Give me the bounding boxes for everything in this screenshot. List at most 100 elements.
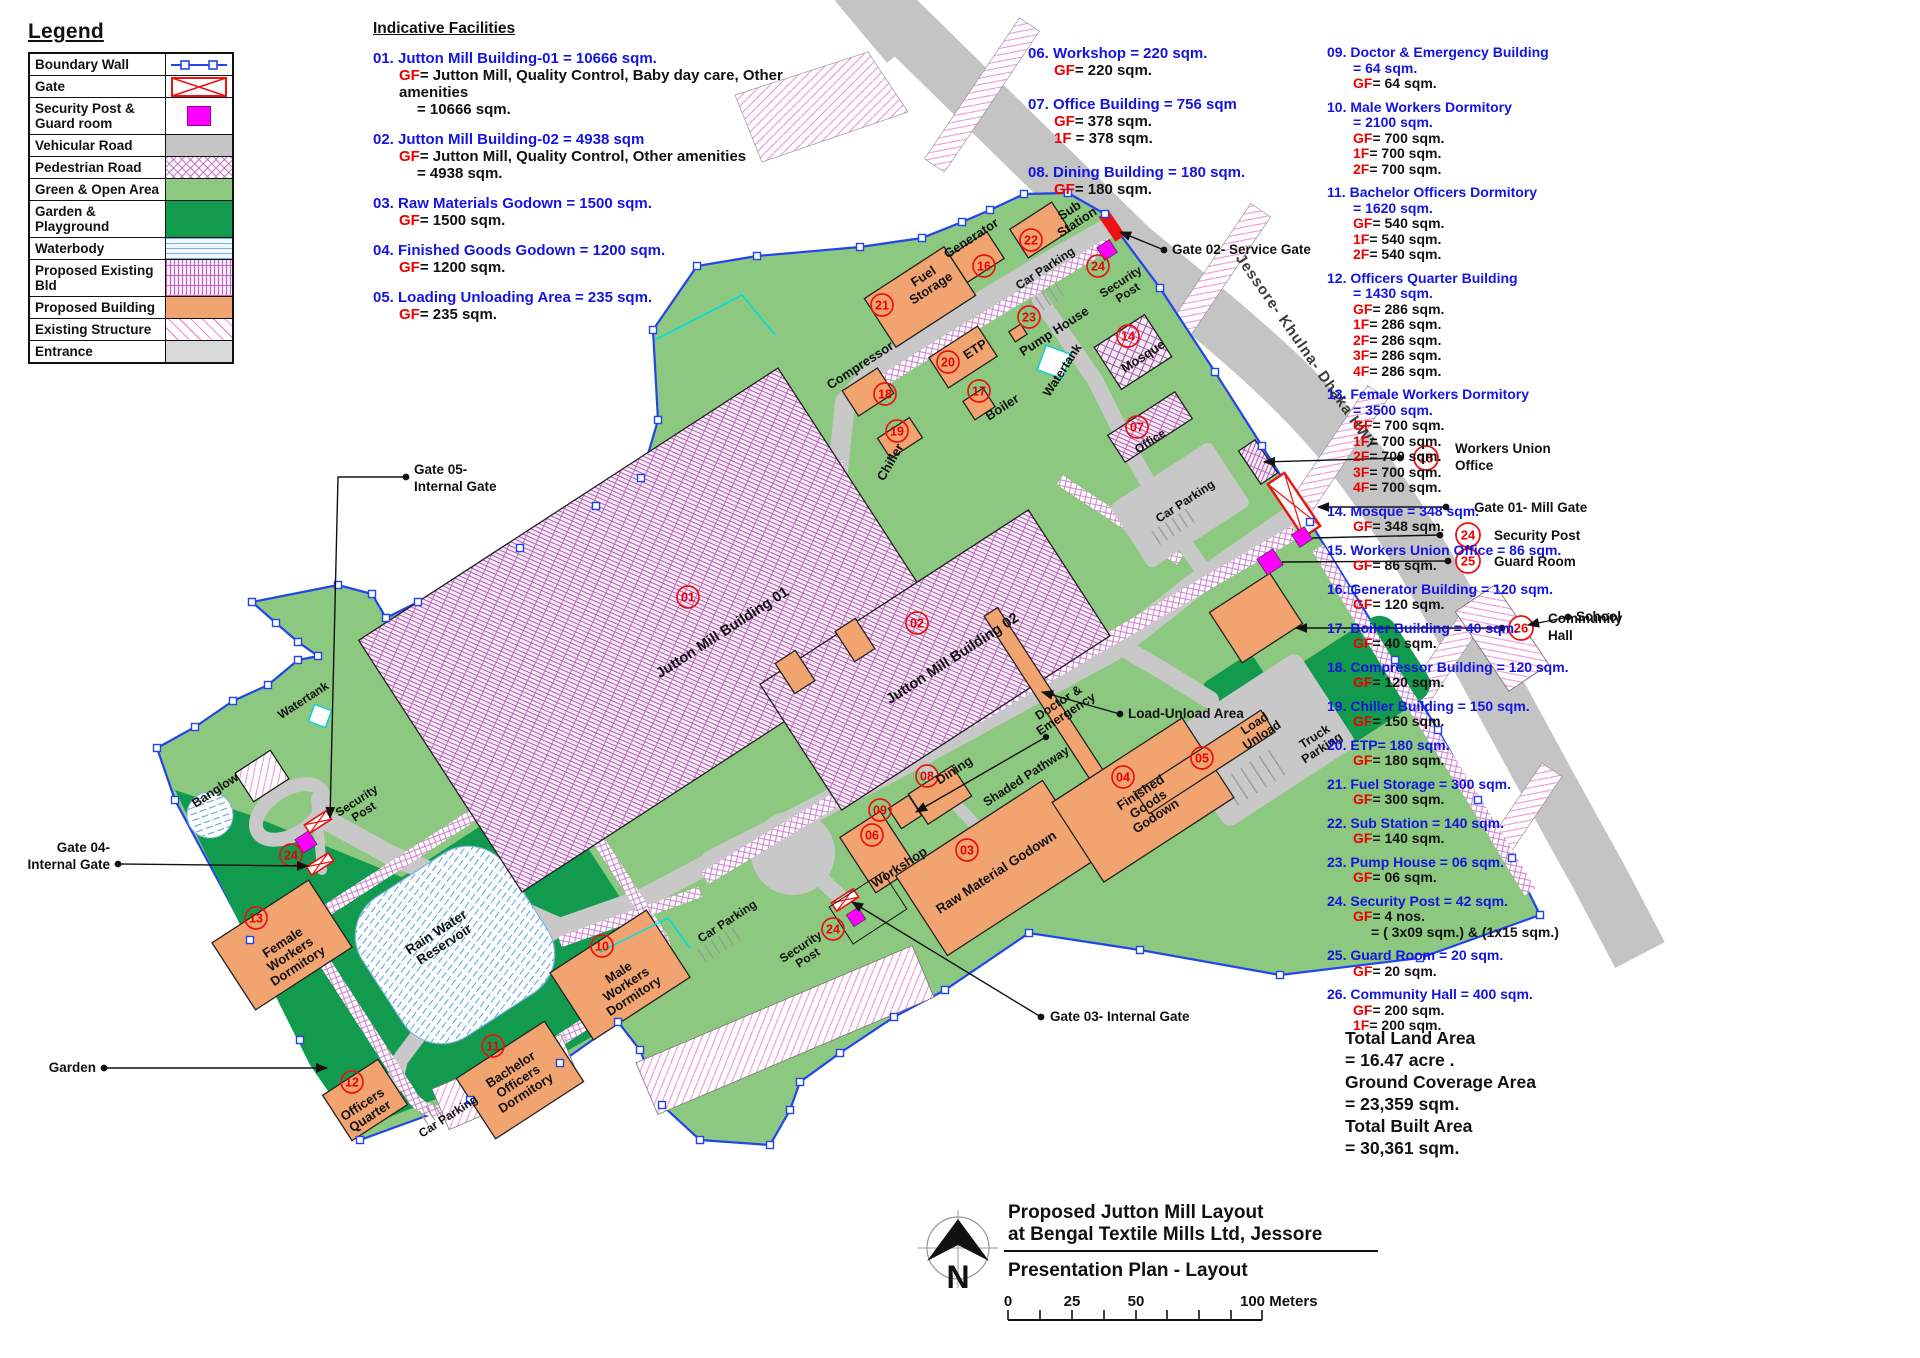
facility-floor-line: 1F= 700 sqm. bbox=[1353, 145, 1442, 161]
pedestrian-road bbox=[558, 886, 702, 948]
label-number: 24 bbox=[826, 923, 840, 937]
boiler-building bbox=[962, 387, 996, 421]
facility-title: 04. Finished Goods Godown = 1200 sqm. bbox=[373, 242, 666, 259]
facility-title: 18. Compressor Building = 120 sqm. bbox=[1327, 658, 1569, 675]
label-number: 12 bbox=[345, 1076, 359, 1090]
label-number: 17 bbox=[972, 385, 986, 399]
boundary-node bbox=[333, 580, 343, 590]
facility-title: 02. Jutton Mill Building-02 = 4938 sqm bbox=[373, 131, 645, 148]
facility-item: 03. Raw Materials Godown = 1500 sqm.GF= … bbox=[373, 195, 833, 229]
callout-school: School bbox=[1526, 609, 1621, 628]
boundary-node bbox=[555, 1058, 565, 1068]
vehicular-road bbox=[1101, 631, 1219, 709]
label-number: 18 bbox=[878, 388, 892, 402]
callout-text: Gate 04- bbox=[57, 840, 110, 855]
callout-dot bbox=[1160, 246, 1168, 254]
label-number: 05 bbox=[1195, 752, 1209, 766]
facility-floor-line: GF= 700 sqm. bbox=[1353, 417, 1445, 433]
boundary-node bbox=[247, 597, 257, 607]
legend-row-proposed: Proposed Building bbox=[30, 296, 232, 318]
jutton-mill-building-01 bbox=[357, 367, 943, 893]
facility-floor-line: = 10666 sqm. bbox=[417, 101, 511, 118]
callout-dot bbox=[402, 473, 410, 481]
facility-item: 23. Pump House = 06 sqm.GF= 06 sqm. bbox=[1327, 853, 1627, 886]
facility-floor-line: 2F= 286 sqm. bbox=[1353, 331, 1442, 348]
facility-title: 21. Fuel Storage = 300 sqm. bbox=[1327, 775, 1512, 792]
label-number-circle bbox=[1125, 415, 1149, 439]
label-number: 24 bbox=[284, 849, 298, 863]
boundary-node bbox=[855, 242, 865, 252]
label-number: 08 bbox=[920, 770, 934, 784]
label-number-circle bbox=[955, 838, 979, 862]
legend-row-boundary: Boundary Wall bbox=[30, 54, 232, 75]
male-workers-dormitory bbox=[549, 909, 691, 1041]
label-number: 24 bbox=[1091, 260, 1105, 274]
community-hall-building bbox=[1208, 572, 1304, 664]
facility-title: 22. Sub Station = 140 sqm. bbox=[1327, 814, 1505, 831]
drawing-title-line1: Proposed Jutton Mill Layout bbox=[1008, 1202, 1264, 1223]
sub-station-building bbox=[1008, 201, 1072, 259]
callout-leader bbox=[1526, 616, 1569, 628]
facility-floor-line: GF= 20 sqm. bbox=[1353, 962, 1437, 979]
facility-floor-line: 1F= 540 sqm. bbox=[1353, 230, 1442, 247]
callout-leader bbox=[325, 476, 406, 820]
facility-floor-line: 3F= 700 sqm. bbox=[1353, 463, 1442, 480]
label-number: 13 bbox=[249, 912, 263, 926]
label-number-circle bbox=[936, 350, 960, 374]
label-number: 06 bbox=[865, 829, 879, 843]
facility-floor-line: GF= 4 nos. bbox=[1353, 908, 1425, 924]
boundary-node bbox=[957, 217, 967, 227]
facility-item: 01. Jutton Mill Building-01 = 10666 sqm.… bbox=[373, 50, 833, 118]
legend-swatch-green-icon bbox=[165, 179, 232, 200]
callout-text: Gate 01- Mill Gate bbox=[1474, 500, 1588, 515]
callout-dot bbox=[1037, 1013, 1045, 1021]
banglow-driveway bbox=[248, 777, 332, 847]
facility-floor-line: GF= 180 sqm. bbox=[1353, 752, 1445, 768]
label-number-circle bbox=[885, 419, 909, 443]
facility-floor-line: 1F= 700 sqm. bbox=[1353, 432, 1442, 449]
watertank-marker bbox=[307, 703, 333, 729]
facility-item: 25. Guard Room = 20 sqm.GF= 20 sqm. bbox=[1327, 947, 1627, 979]
facility-item: 15. Workers Union Office = 86 sqm.GF= 86… bbox=[1327, 542, 1627, 574]
existing-structure-strip bbox=[635, 945, 935, 1115]
facility-title: 23. Pump House = 06 sqm. bbox=[1327, 853, 1505, 870]
facility-item: 13. Female Workers Dormitory= 3500 sqm.G… bbox=[1327, 386, 1627, 496]
facility-floor-line: GF= 06 sqm. bbox=[1353, 869, 1437, 885]
total-built-value: = 30,361 sqm. bbox=[1345, 1138, 1459, 1158]
boundary-node bbox=[591, 501, 601, 511]
facility-item: 19. Chiller Building = 150 sqm.GF= 150 s… bbox=[1327, 698, 1627, 730]
legend-label: Waterbody bbox=[35, 241, 105, 256]
facility-area: = 1430 sqm. bbox=[1353, 285, 1433, 301]
security-cluster-outline bbox=[828, 871, 908, 945]
banglow-building bbox=[234, 749, 290, 803]
gates-and-posts bbox=[294, 210, 1322, 953]
legend-row-entrance: Entrance bbox=[30, 340, 232, 362]
boundary-node bbox=[985, 205, 995, 215]
existing-structure-patch bbox=[734, 51, 909, 163]
boundary-node bbox=[263, 680, 273, 690]
facility-floor-line: GF= Jutton Mill, Quality Control, Other … bbox=[399, 148, 747, 165]
facility-item: 10. Male Workers Dormitory= 2100 sqm.GF=… bbox=[1327, 99, 1627, 178]
legend-swatch-garden-icon bbox=[165, 201, 232, 237]
facility-floor-line: GF= 1500 sqm. bbox=[399, 212, 506, 229]
facility-item: 20. ETP= 180 sqm.GF= 180 sqm. bbox=[1327, 737, 1627, 769]
label-number: 11 bbox=[486, 1040, 499, 1054]
callout-dot bbox=[1498, 624, 1506, 632]
legend-swatch-boundary-icon bbox=[165, 54, 232, 75]
boundary-node bbox=[1305, 517, 1315, 527]
label-number: 10 bbox=[595, 940, 609, 954]
label-number-circle bbox=[676, 585, 700, 609]
callout-gate05: Gate 05-Internal Gate bbox=[325, 462, 497, 820]
facility-floor-line: GF= 286 sqm. bbox=[1353, 300, 1445, 317]
drawing-title-line2: at Bengal Textile Mills Ltd, Jessore bbox=[1008, 1224, 1322, 1245]
facility-floor-line: GF= 235 sqm. bbox=[399, 306, 497, 323]
boundary-node bbox=[648, 325, 658, 335]
map-label-doctor-sq: 09 bbox=[868, 798, 892, 822]
boundary-node bbox=[653, 415, 663, 425]
bachelor-officers-dormitory bbox=[455, 1020, 585, 1140]
facility-title: 05. Loading Unloading Area = 235 sqm. bbox=[373, 289, 653, 306]
callout-number: 15 bbox=[1419, 451, 1433, 466]
